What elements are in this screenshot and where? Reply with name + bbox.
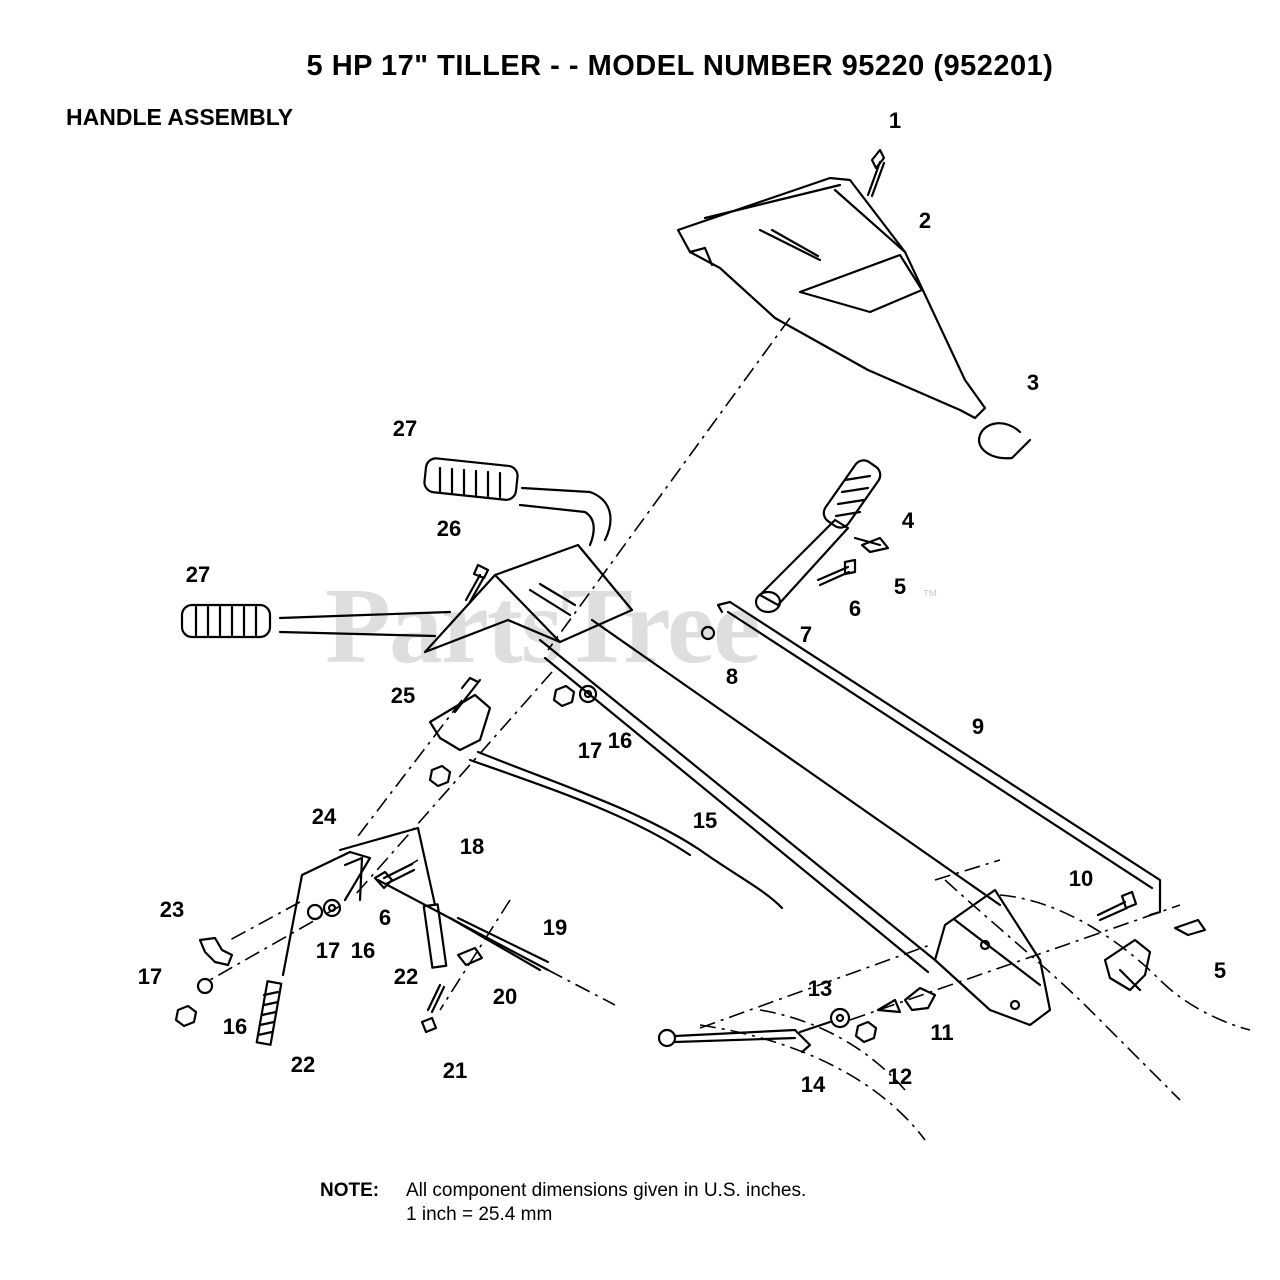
- part-14-lever: [657, 1020, 832, 1054]
- part-3-clip: [977, 422, 1032, 460]
- part-4-grip: [822, 459, 882, 529]
- watermark-trademark: ™: [922, 588, 938, 605]
- handle-mount-plate: [933, 888, 1052, 1027]
- callout-21: 21: [442, 1058, 468, 1083]
- callout-16: 16: [607, 728, 633, 753]
- part-13-washer: [829, 1007, 851, 1029]
- callout-17: 17: [577, 738, 603, 763]
- callout-4: 4: [901, 508, 915, 533]
- callout-10: 10: [1068, 866, 1094, 891]
- part-1-bolt: [866, 148, 886, 198]
- callout-18: 18: [459, 834, 485, 859]
- part-18-nut: [428, 764, 452, 788]
- callout-8: 8: [725, 664, 739, 689]
- callout-27-upper: 27: [392, 416, 418, 441]
- callout-6: 6: [848, 596, 862, 621]
- handle-bracket: [423, 543, 634, 654]
- lower-bracket: [1103, 938, 1152, 992]
- callout-22-left: 22: [290, 1052, 316, 1077]
- callout-3: 3: [1026, 370, 1040, 395]
- section-title: HANDLE ASSEMBLY: [66, 104, 294, 130]
- part-2-panel: [676, 176, 987, 420]
- part-7-lever: [758, 518, 850, 607]
- callout-25: 25: [390, 683, 416, 708]
- note-line-1: All component dimensions given in U.S. i…: [406, 1180, 807, 1201]
- callout-19: 19: [542, 915, 568, 940]
- part-26-bolt: [464, 563, 490, 604]
- part-6-bolt: [816, 558, 857, 587]
- callout-20: 20: [492, 984, 518, 1009]
- part-12-nut: [854, 1020, 878, 1044]
- callout-5: 5: [893, 574, 907, 599]
- callout-24: 24: [311, 804, 337, 829]
- callout-11: 11: [930, 1020, 954, 1045]
- callout-27-lower: 27: [185, 562, 211, 587]
- callout-17-left: 17: [137, 964, 163, 989]
- note-label: NOTE:: [320, 1180, 380, 1201]
- callout-13: 13: [807, 976, 833, 1001]
- part-5-pin: [853, 536, 890, 554]
- callout-9: 9: [971, 714, 985, 739]
- callout-15: 15: [692, 808, 718, 833]
- part-24-bracket: [281, 826, 437, 977]
- callout-16-left: 16: [222, 1014, 248, 1039]
- part-10-bolt: [1096, 890, 1138, 922]
- callout-17-lower: 17: [315, 938, 341, 963]
- callout-14: 14: [800, 1072, 826, 1097]
- part-20-clip: [456, 946, 484, 967]
- part-21-bolt: [420, 983, 446, 1034]
- throttle-cable: [476, 750, 784, 910]
- note-line-2: 1 inch = 25.4 mm: [406, 1204, 553, 1225]
- part-8-nut: [700, 625, 716, 641]
- part-22-springs: [255, 903, 448, 1046]
- part-15-tube: [538, 618, 1002, 974]
- part-27-grips: [180, 457, 612, 639]
- callout-22-right: 22: [393, 964, 419, 989]
- callout-7: 7: [799, 622, 813, 647]
- callout-5-lower: 5: [1213, 958, 1227, 983]
- callout-6-lower: 6: [378, 905, 392, 930]
- callout-2: 2: [918, 208, 932, 233]
- callout-16-lower: 16: [350, 938, 376, 963]
- dimension-note: NOTE: All component dimensions given in U…: [320, 1180, 807, 1225]
- callout-26: 26: [436, 516, 462, 541]
- callout-12: 12: [887, 1064, 913, 1089]
- callout-1: 1: [888, 108, 902, 133]
- diagram-title: 5 HP 17" TILLER - - MODEL NUMBER 95220 (…: [306, 50, 1054, 82]
- part-23-fitting: [198, 936, 234, 967]
- part-11-knob: [903, 986, 937, 1012]
- callout-23: 23: [159, 897, 185, 922]
- part-25-bracket: [428, 676, 492, 752]
